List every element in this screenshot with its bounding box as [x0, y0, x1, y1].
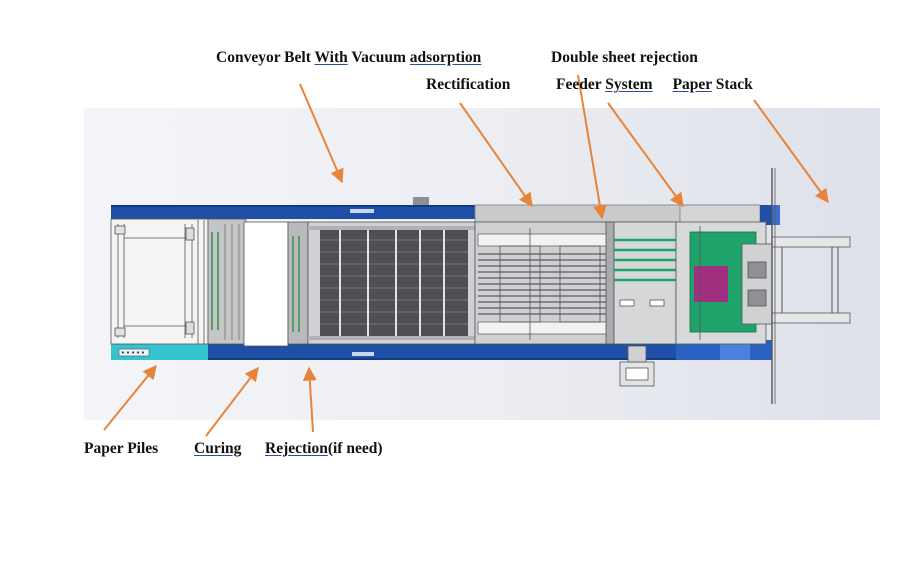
feeder-section — [675, 221, 773, 345]
rejection-label: Rejection(if need) — [265, 441, 383, 457]
rejection-label-note: (if need) — [327, 440, 383, 457]
paper-piles-arrow — [103, 364, 157, 431]
feeder-label-system: System — [605, 76, 653, 93]
magenta-block — [694, 266, 728, 302]
rectification-arrow — [459, 102, 533, 208]
double-sheet-arrow — [577, 74, 607, 220]
feeder-label-stack: Stack — [711, 76, 753, 93]
paper-stack-arrow — [753, 99, 829, 204]
paper-piles-section — [110, 218, 209, 345]
conveyor-belt-label: Conveyor Belt With Vacuum adsorption — [216, 50, 481, 66]
conveyor-arrow — [299, 83, 344, 184]
rejection-section — [287, 221, 309, 345]
feeder-label-paper: Paper — [672, 76, 712, 93]
top-frame — [111, 205, 475, 219]
curing-label: Curing — [194, 440, 242, 457]
curing-section — [207, 218, 289, 347]
conveyor-section — [307, 221, 476, 345]
double-sheet-rejection-label: Double sheet rejection — [551, 49, 698, 66]
annotation-arrows — [103, 74, 829, 437]
feeder-label-part: Feeder — [556, 76, 606, 93]
rejection-arrow — [302, 366, 317, 433]
rectification-label: Rectification — [426, 76, 511, 93]
curing-arrow — [205, 366, 259, 437]
rejection-label-main: Rejection — [265, 440, 328, 457]
feeder-system-paper-stack-label: Feeder System Paper Stack — [556, 77, 753, 93]
paper-piles-label: Paper Piles — [84, 440, 159, 457]
rectification-section — [474, 221, 611, 345]
feeder-arrow — [607, 102, 684, 208]
conveyor-label-adsorption: adsorption — [409, 49, 482, 66]
conveyor-label-with: With — [314, 49, 348, 66]
conveyor-label-part: Conveyor Belt — [216, 49, 315, 66]
machine — [110, 168, 851, 404]
conveyor-label-part: Vacuum — [347, 49, 410, 66]
paper-stack-section — [771, 168, 851, 404]
double-sheet-rejection-section — [605, 221, 677, 345]
